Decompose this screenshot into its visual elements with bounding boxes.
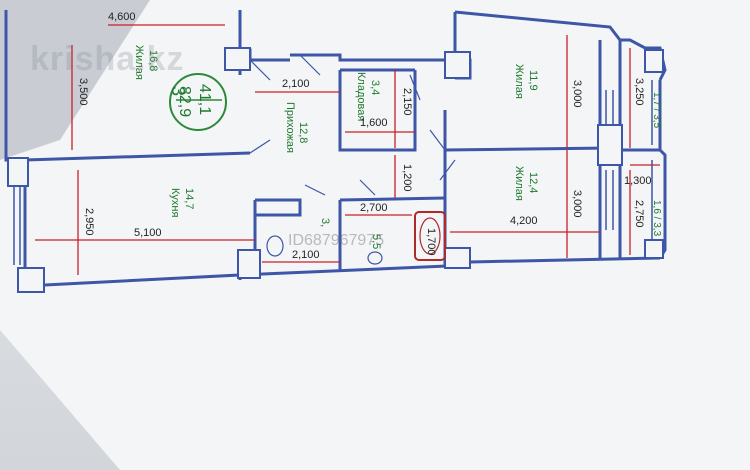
badge-rooms: 3 — [168, 86, 188, 96]
badge-total-area: 82,9 — [176, 86, 193, 117]
badge-living-area: 41,1 — [196, 84, 213, 115]
dim-4600: 4,600 — [108, 11, 136, 23]
dim-3000-bottom: 3,000 — [571, 190, 583, 218]
room-area-living1: 16,8 — [147, 50, 159, 71]
dim-2100-hall: 2,100 — [282, 78, 310, 90]
room-area-storage: 3,4 — [369, 80, 381, 95]
dim-2100-wc: 2,100 — [292, 249, 320, 261]
room-area-living3: 12,4 — [527, 172, 539, 193]
dimension-lines — [35, 24, 660, 275]
dim-2750: 2,750 — [633, 200, 645, 228]
watermark-site: krisha.kz — [30, 40, 185, 78]
watermark-listing-id: ID687967975 — [288, 232, 385, 249]
dim-3500: 3,500 — [77, 78, 89, 106]
room-area-balcony1: 1,7 / 3,5 — [651, 92, 662, 129]
room-name-kitchen: Кухня — [169, 188, 181, 217]
windows — [13, 80, 653, 265]
bath-fixtures — [266, 211, 446, 265]
dim-5100: 5,100 — [134, 227, 162, 239]
room-area-hall: 12,8 — [297, 122, 309, 143]
dim-1600: 1,600 — [360, 117, 388, 129]
dim-2950: 2,950 — [83, 208, 95, 236]
dim-2700: 2,700 — [360, 202, 388, 214]
dim-2150: 2,150 — [401, 88, 413, 116]
room-name-storage: Кладовая — [355, 72, 367, 121]
dim-4200: 4,200 — [510, 215, 538, 227]
dim-1700: 1,700 — [425, 228, 437, 256]
area-badge — [169, 73, 227, 131]
sink-icon — [367, 251, 383, 265]
room-name-living1: Жилая — [133, 45, 145, 80]
paper-fold — [0, 0, 150, 160]
wall-columns — [7, 47, 664, 293]
room-area-bath: 5,5 — [370, 234, 382, 249]
room-name-hall: Прихожая — [284, 102, 296, 153]
dim-3250: 3,250 — [633, 78, 645, 106]
room-area-living2: 11,9 — [527, 70, 539, 91]
toilet-icon — [266, 235, 284, 257]
room-area-wc: 3, — [319, 218, 331, 227]
bathtub-icon — [414, 211, 446, 261]
room-name-living2: Жилая — [513, 64, 525, 99]
room-name-living3: Жилая — [513, 166, 525, 201]
door-swings — [249, 54, 456, 196]
room-area-kitchen: 14,7 — [183, 188, 195, 209]
dim-3000-top: 3,000 — [571, 80, 583, 108]
room-area-balcony2: 1,6 / 3,3 — [651, 200, 662, 237]
dim-1200: 1,200 — [401, 164, 413, 192]
dim-1300: 1,300 — [624, 175, 652, 187]
